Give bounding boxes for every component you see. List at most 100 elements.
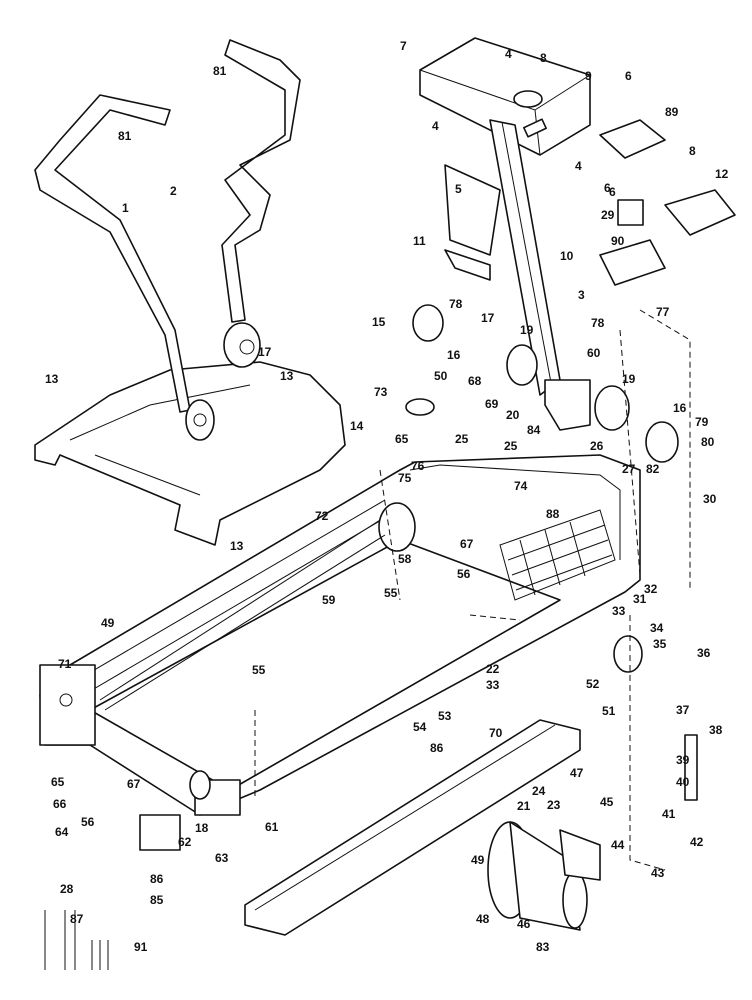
part-label-87: 87 — [70, 912, 84, 926]
deck-grid — [499, 509, 616, 601]
part-label-82: 82 — [646, 462, 660, 476]
part-label-12: 12 — [715, 167, 729, 181]
part-label-72: 72 — [315, 509, 329, 523]
dashed-leaders — [254, 309, 691, 871]
part-label-28: 28 — [60, 882, 74, 896]
part-label-3: 3 — [578, 288, 585, 302]
part-label-35: 35 — [653, 637, 667, 651]
part-label-67: 67 — [127, 777, 141, 791]
part-label-17: 17 — [258, 345, 272, 359]
part-label-30: 30 — [703, 492, 717, 506]
part-label-26: 26 — [590, 439, 604, 453]
motor-hood — [34, 361, 346, 546]
part-label-54: 54 — [413, 720, 427, 734]
part-label-77: 77 — [656, 305, 670, 319]
part-label-44: 44 — [611, 838, 625, 852]
part-label-19: 19 — [622, 372, 636, 386]
part-label-62: 62 — [178, 835, 192, 849]
part-label-74: 74 — [514, 479, 528, 493]
part-label-91: 91 — [134, 940, 148, 954]
part-label-6: 6 — [604, 181, 611, 195]
part-label-39: 39 — [676, 753, 690, 767]
part-label-66: 66 — [53, 797, 67, 811]
part-label-56: 56 — [457, 567, 471, 581]
roller-assembly — [139, 734, 698, 931]
part-label-47: 47 — [570, 766, 584, 780]
part-label-8: 8 — [689, 144, 696, 158]
drive-belt — [99, 519, 386, 711]
part-label-23: 23 — [547, 798, 561, 812]
console-assembly — [419, 37, 591, 431]
part-label-20: 20 — [506, 408, 520, 422]
part-label-90: 90 — [611, 234, 625, 248]
part-label-13: 13 — [230, 539, 244, 553]
part-label-67: 67 — [460, 537, 474, 551]
part-label-45: 45 — [600, 795, 614, 809]
part-label-86: 86 — [150, 872, 164, 886]
part-label-43: 43 — [651, 866, 665, 880]
part-label-79: 79 — [695, 415, 709, 429]
part-label-89: 89 — [665, 105, 679, 119]
part-label-78: 78 — [449, 297, 463, 311]
part-label-25: 25 — [504, 439, 518, 453]
part-label-51: 51 — [602, 704, 616, 718]
part-label-81: 81 — [118, 129, 132, 143]
part-label-5: 5 — [455, 182, 462, 196]
pulleys — [378, 304, 679, 673]
part-label-17: 17 — [481, 311, 495, 325]
part-label-13: 13 — [280, 369, 294, 383]
part-label-53: 53 — [438, 709, 452, 723]
part-label-29: 29 — [601, 208, 615, 222]
part-label-14: 14 — [350, 419, 364, 433]
part-label-48: 48 — [476, 912, 490, 926]
part-label-18: 18 — [195, 821, 209, 835]
part-label-34: 34 — [650, 621, 664, 635]
part-label-68: 68 — [468, 374, 482, 388]
part-label-86: 86 — [430, 741, 444, 755]
part-label-31: 31 — [633, 592, 647, 606]
part-label-63: 63 — [215, 851, 229, 865]
handlebar-1 — [34, 94, 215, 441]
part-label-69: 69 — [485, 397, 499, 411]
part-label-61: 61 — [265, 820, 279, 834]
part-label-2: 2 — [170, 184, 177, 198]
part-label-38: 38 — [709, 723, 723, 737]
part-label-21: 21 — [517, 799, 531, 813]
part-label-15: 15 — [372, 315, 386, 329]
part-label-78: 78 — [591, 316, 605, 330]
handlebar-2 — [221, 39, 301, 368]
part-label-64: 64 — [55, 825, 69, 839]
part-label-65: 65 — [51, 775, 65, 789]
part-label-81: 81 — [213, 64, 227, 78]
side-rail — [244, 719, 581, 936]
part-label-33: 33 — [612, 604, 626, 618]
part-label-8: 8 — [540, 51, 547, 65]
fasteners — [44, 910, 109, 970]
part-label-33: 33 — [486, 678, 500, 692]
part-label-75: 75 — [398, 471, 412, 485]
part-label-4: 4 — [505, 47, 512, 61]
part-label-32: 32 — [644, 582, 658, 596]
treadmill-frame — [39, 454, 641, 816]
part-label-59: 59 — [322, 593, 336, 607]
part-label-58: 58 — [398, 552, 412, 566]
part-label-27: 27 — [622, 462, 636, 476]
part-label-9: 9 — [585, 69, 592, 83]
part-label-22: 22 — [486, 662, 500, 676]
part-label-85: 85 — [150, 893, 164, 907]
part-label-55: 55 — [252, 663, 266, 677]
part-label-73: 73 — [374, 385, 388, 399]
part-label-56: 56 — [81, 815, 95, 829]
part-label-41: 41 — [662, 807, 676, 821]
electronics-brackets — [444, 119, 736, 286]
part-label-36: 36 — [697, 646, 711, 660]
part-label-10: 10 — [560, 249, 574, 263]
part-label-80: 80 — [701, 435, 715, 449]
part-label-1: 1 — [122, 201, 129, 215]
part-label-6: 6 — [609, 185, 616, 199]
part-label-25: 25 — [455, 432, 469, 446]
part-label-19: 19 — [520, 323, 534, 337]
part-label-16: 16 — [673, 401, 687, 415]
